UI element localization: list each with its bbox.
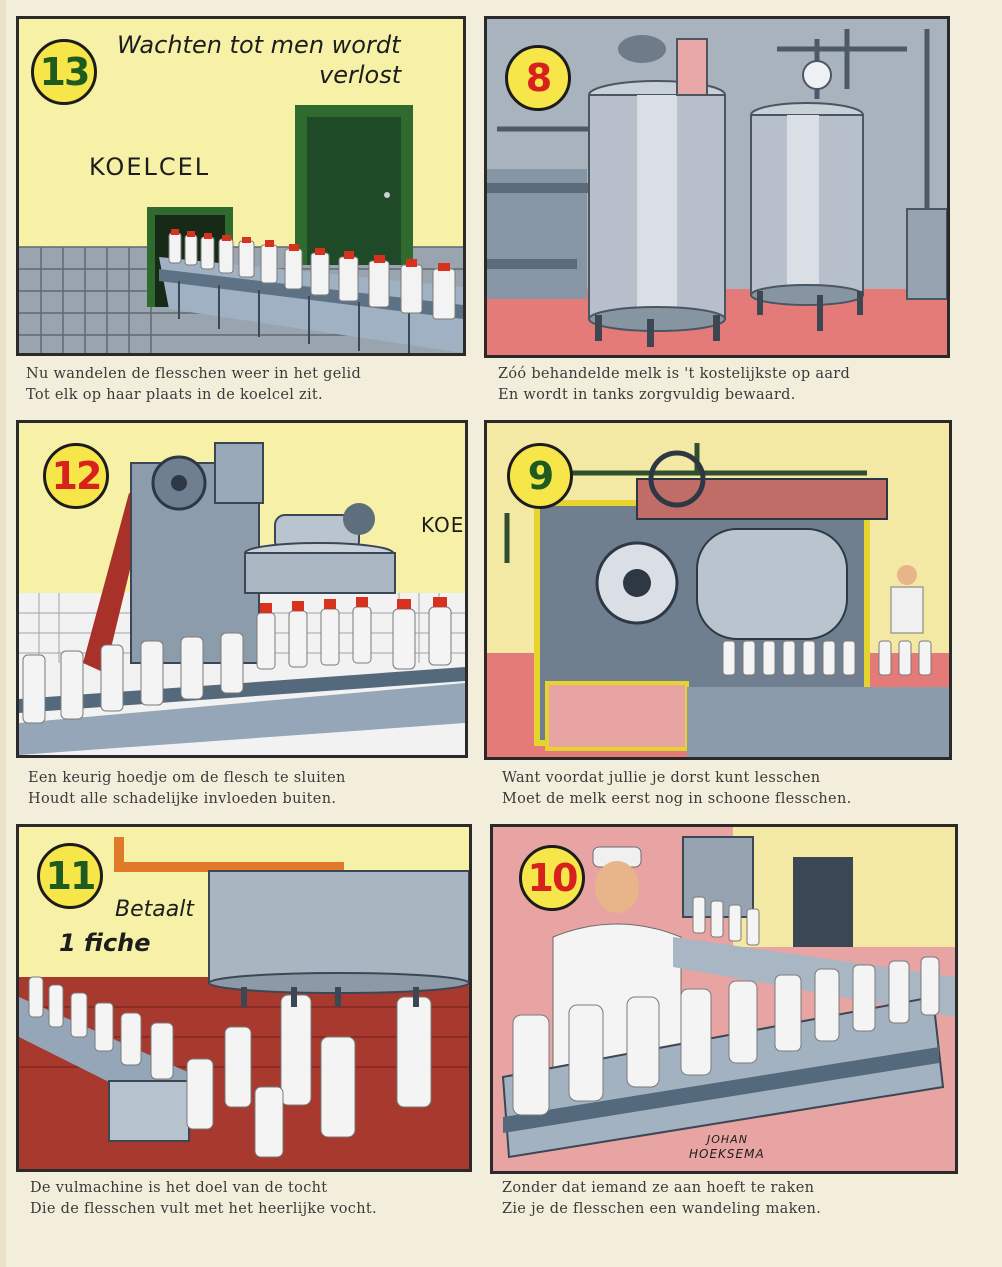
caption: Zonder dat iemand ze aan hoeft te raken … <box>502 1178 821 1220</box>
panel-10: 10 JOHAN HOEKSEMA <box>490 824 958 1174</box>
panel-8: 8 <box>484 16 950 358</box>
panel-heading: Wachten tot men wordt <box>117 31 401 59</box>
panel-9: 9 <box>484 420 952 760</box>
panel-heading: Betaalt <box>115 897 194 922</box>
panel-number-badge: 10 <box>519 845 585 911</box>
panel-11-illustration <box>19 827 469 1169</box>
caption-line: Zie je de flesschen een wandeling maken. <box>502 1201 822 1217</box>
caption: Nu wandelen de flesschen weer in het gel… <box>26 364 361 406</box>
artist-signature: JOHAN <box>707 1133 748 1146</box>
caption-line: En wordt in tanks zorgvuldig bewaard. <box>498 387 796 403</box>
caption-line: Moet de melk eerst nog in schoone flessc… <box>502 791 852 807</box>
panel-12: 12 KOE <box>16 420 468 758</box>
page-edge <box>0 0 6 1267</box>
caption-line: Zonder dat iemand ze aan hoeft te raken <box>502 1180 815 1196</box>
caption-line: Die de flesschen vult met het heerlijke … <box>30 1201 377 1217</box>
caption-line: Een keurig hoedje om de flesch te sluite… <box>28 770 346 786</box>
caption-line: Houdt alle schadelijke invloeden buiten. <box>28 791 337 807</box>
panel-13-illustration <box>19 19 463 353</box>
wall-sign: KOELCEL <box>89 153 211 181</box>
wall-sign: KOE <box>421 513 465 537</box>
panel-11: 11 Betaalt 1 fiche <box>16 824 472 1172</box>
panel-9-illustration <box>487 423 949 757</box>
panel-number-badge: 13 <box>31 39 97 105</box>
panel-12-illustration <box>19 423 465 755</box>
panel-13: 13 Wachten tot men wordt verlost KOELCEL <box>16 16 466 356</box>
panel-number-badge: 9 <box>507 443 573 509</box>
artist-signature: HOEKSEMA <box>689 1147 765 1161</box>
caption: De vulmachine is het doel van de tocht D… <box>30 1178 377 1220</box>
caption-line: Want voordat jullie je dorst kunt lessch… <box>502 770 821 786</box>
panel-number-badge: 11 <box>37 843 103 909</box>
caption-line: Nu wandelen de flesschen weer in het gel… <box>26 366 362 382</box>
caption-line: Tot elk op haar plaats in de koelcel zit… <box>26 387 323 403</box>
caption: Een keurig hoedje om de flesch te sluite… <box>28 768 346 810</box>
caption-line: De vulmachine is het doel van de tocht <box>30 1180 328 1196</box>
caption: Zóó behandelde melk is 't kostelijkste o… <box>498 364 850 406</box>
panel-heading: 1 fiche <box>59 929 151 957</box>
panel-number-badge: 12 <box>43 443 109 509</box>
panel-heading: verlost <box>319 61 402 89</box>
panel-number-badge: 8 <box>505 45 571 111</box>
caption: Want voordat jullie je dorst kunt lessch… <box>502 768 852 810</box>
caption-line: Zóó behandelde melk is 't kostelijkste o… <box>498 366 851 382</box>
